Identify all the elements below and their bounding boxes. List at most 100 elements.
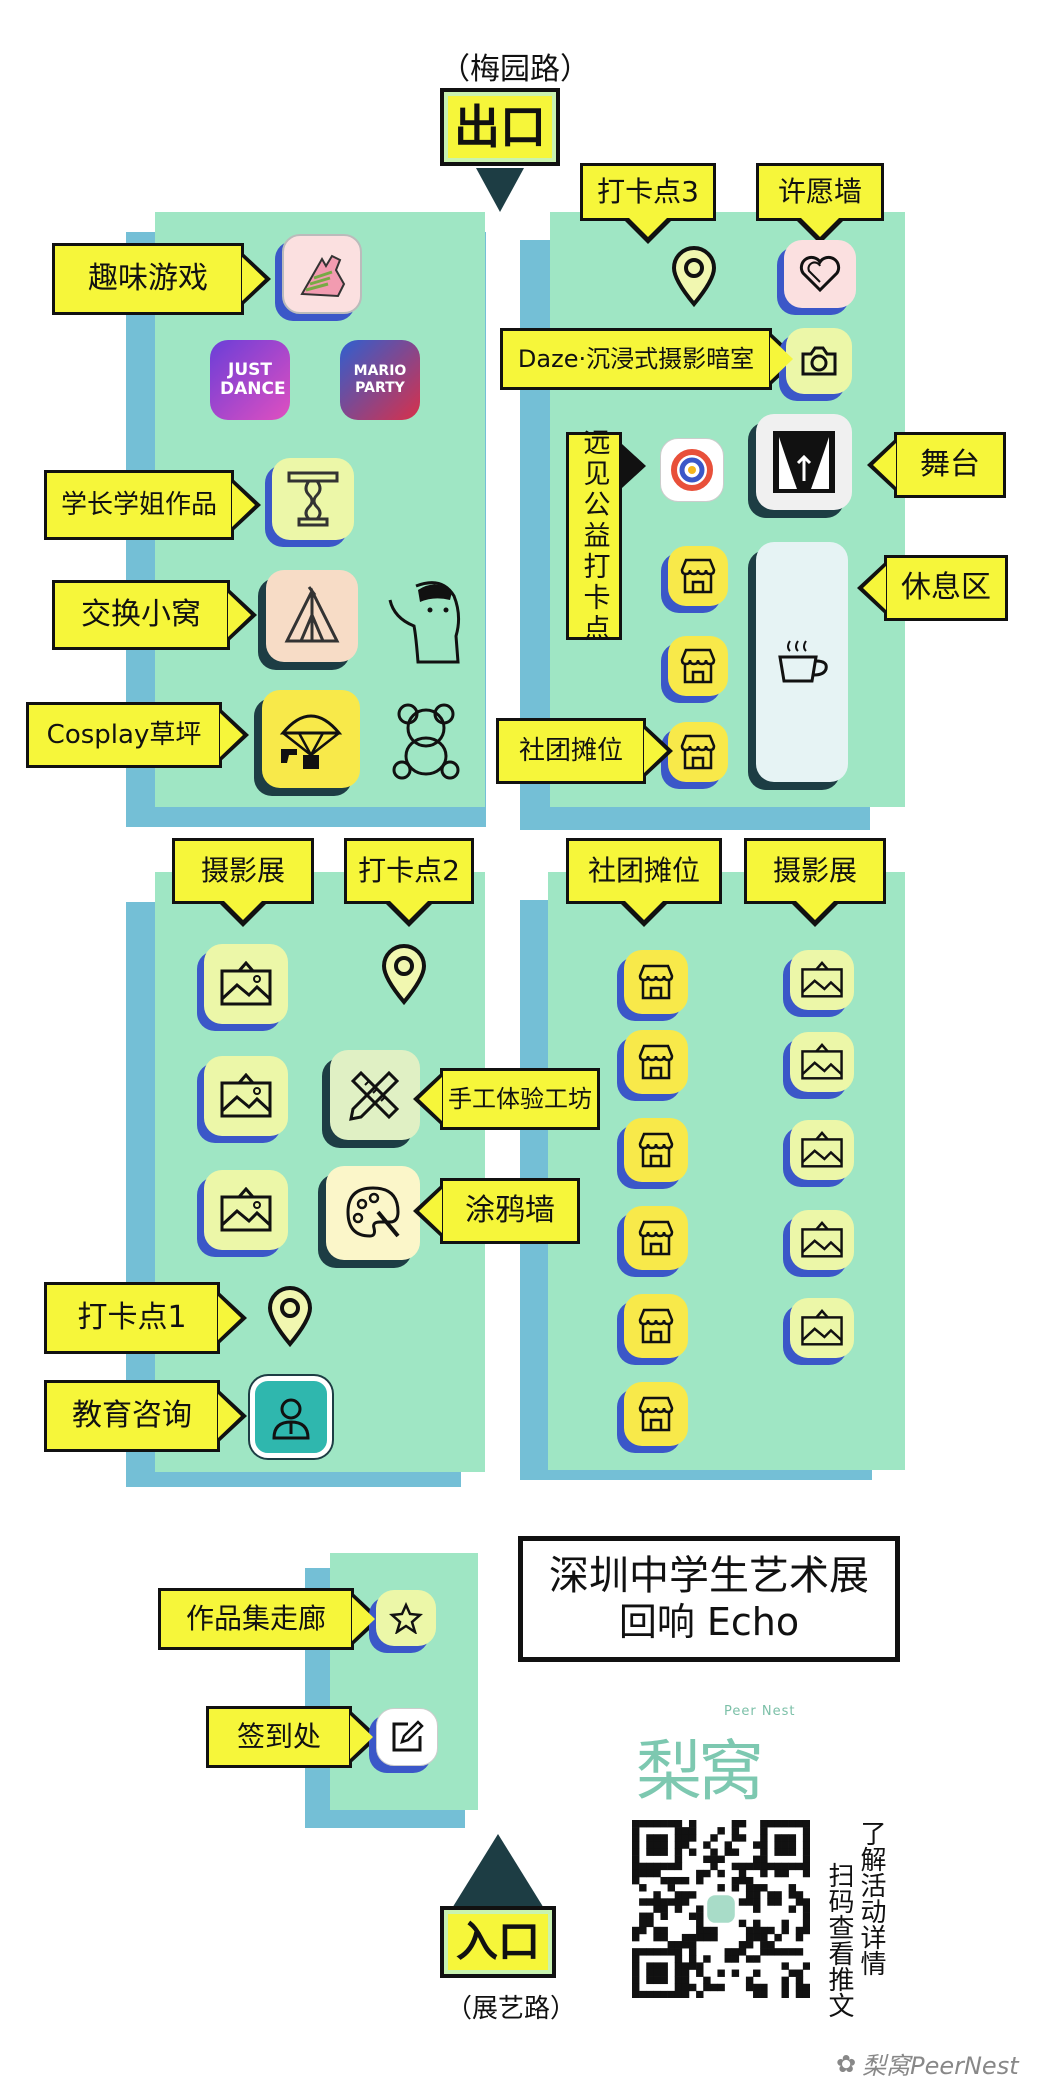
picture-icon [801, 961, 843, 998]
storefront-icon [638, 1308, 674, 1344]
edit-note-icon [392, 1720, 424, 1752]
label-yuanjian-checkin[interactable]: 远见公益打卡点 [566, 428, 622, 645]
wechat-icon: ✿ [836, 2049, 857, 2078]
label-gallery[interactable]: 作品集走廊 [158, 1588, 354, 1650]
picture-icon [801, 1043, 843, 1080]
title-box: 深圳中学生艺术展 回响 Echo [518, 1536, 900, 1662]
tile-stall-b3[interactable] [668, 722, 728, 782]
label-senior-works[interactable]: 学长学姐作品 [44, 470, 234, 540]
storefront-icon [638, 964, 674, 1000]
tile-stall-b2[interactable] [668, 636, 728, 696]
tile-photo-a2[interactable] [204, 1056, 288, 1136]
entrance-sign: 入口 [440, 1906, 556, 1978]
tile-photo-b1[interactable] [790, 950, 854, 1010]
tile-just-dance[interactable]: JUST DANCE [210, 340, 290, 420]
tile-handcraft[interactable] [330, 1050, 420, 1140]
tile-graffiti[interactable] [326, 1166, 420, 1260]
label-club-stall-b[interactable]: 社团摊位 [566, 838, 722, 904]
mario-party-logo: MARIO PARTY [353, 363, 407, 396]
tile-stall-d2[interactable] [624, 1030, 688, 1094]
tile-photo-a3[interactable] [204, 1170, 288, 1250]
picture-icon [801, 1131, 843, 1168]
tile-senior-works[interactable] [272, 458, 354, 540]
label-cosplay-lawn[interactable]: Cosplay草坪 [26, 702, 222, 768]
storefront-icon [638, 1132, 674, 1168]
storefront-icon [638, 1396, 674, 1432]
tile-wish-wall[interactable] [784, 240, 856, 308]
qr-center-logo [707, 1895, 735, 1923]
label-checkin3[interactable]: 打卡点3 [580, 163, 716, 221]
picture-icon [220, 961, 272, 1006]
yuanjian-arrow [622, 444, 646, 488]
picture-icon [801, 1221, 843, 1258]
label-fun-games[interactable]: 趣味游戏 [52, 243, 244, 315]
storefront-icon [680, 734, 716, 770]
label-checkin1[interactable]: 打卡点1 [44, 1282, 220, 1354]
tile-signin[interactable] [376, 1708, 438, 1766]
tile-yuanjian[interactable] [660, 438, 724, 502]
tile-cosplay-lawn[interactable] [262, 690, 360, 788]
label-club-stall-a[interactable]: 社团摊位 [496, 718, 646, 784]
storefront-icon [680, 558, 716, 594]
tile-swap-nest[interactable] [266, 570, 358, 662]
label-stage[interactable]: 舞台 [894, 432, 1006, 498]
storefront-icon [680, 648, 716, 684]
bottom-road-label: （展艺路） [446, 1994, 577, 2024]
star-icon [389, 1602, 423, 1634]
storefront-icon [638, 1220, 674, 1256]
label-graffiti[interactable]: 涂鸦墙 [440, 1178, 580, 1244]
heart-icon [799, 255, 841, 293]
tile-photo-a1[interactable] [204, 944, 288, 1024]
mascot-icon [386, 576, 472, 666]
label-signin[interactable]: 签到处 [206, 1706, 352, 1768]
location-pin-icon-1 [266, 1286, 314, 1348]
tile-photo-b2[interactable] [790, 1032, 854, 1092]
label-photo-exhibit-b[interactable]: 摄影展 [744, 838, 886, 904]
label-photo-exhibit-a[interactable]: 摄影展 [172, 838, 314, 904]
entrance-arrow-icon [446, 1834, 550, 1918]
tile-stage[interactable] [756, 414, 852, 510]
tile-photo-b3[interactable] [790, 1120, 854, 1180]
tile-photo-b5[interactable] [790, 1298, 854, 1358]
picture-icon [801, 1309, 843, 1346]
label-rest-area[interactable]: 休息区 [884, 555, 1008, 621]
tile-stall-d5[interactable] [624, 1294, 688, 1358]
tile-stall-d6[interactable] [624, 1382, 688, 1446]
top-road-label: （梅园路） [440, 52, 590, 87]
exit-sign: 出口 [440, 88, 560, 166]
label-checkin2[interactable]: 打卡点2 [344, 838, 474, 904]
storefront-icon [638, 1044, 674, 1080]
watermark-text: 梨窝PeerNest [862, 2052, 1019, 2080]
label-wish-wall[interactable]: 许愿墙 [756, 163, 884, 221]
tile-stall-d3[interactable] [624, 1118, 688, 1182]
label-handcraft[interactable]: 手工体验工坊 [440, 1068, 600, 1130]
tile-mario-party[interactable]: MARIO PARTY [340, 340, 420, 420]
camera-icon [801, 346, 837, 376]
user-icon [272, 1398, 310, 1440]
tile-daze-darkroom[interactable] [786, 328, 852, 394]
pencil-ruler-icon [349, 1070, 400, 1121]
dinosaur-icon [300, 254, 346, 298]
tile-stall-d1[interactable] [624, 950, 688, 1014]
tile-stall-d4[interactable] [624, 1206, 688, 1270]
picture-icon [220, 1073, 272, 1118]
tile-stall-b1[interactable] [668, 546, 728, 606]
exit-arrow-icon [476, 168, 524, 212]
tile-education[interactable] [250, 1376, 332, 1458]
label-daze-darkroom[interactable]: Daze·沉浸式摄影暗室 [500, 328, 772, 390]
tile-photo-b4[interactable] [790, 1210, 854, 1270]
tile-rest-area[interactable] [756, 542, 848, 782]
label-swap-nest[interactable]: 交换小窝 [52, 580, 230, 650]
coffee-cup-icon [778, 640, 828, 683]
pedestal-icon [287, 471, 339, 527]
watermark: ✿ 梨窝PeerNest [836, 2046, 1019, 2081]
qr-caption-1: 了解活动详情 [856, 1820, 886, 1976]
tile-fun-games[interactable] [282, 234, 362, 314]
parachute-icon [279, 714, 343, 769]
label-education[interactable]: 教育咨询 [44, 1380, 220, 1452]
qr-code[interactable] [632, 1820, 810, 1998]
tent-icon [284, 586, 340, 643]
tile-gallery[interactable] [376, 1590, 436, 1646]
title-line1: 深圳中学生艺术展 [549, 1553, 869, 1600]
peernest-logo: Peer Nest 梨窝 [636, 1700, 802, 1810]
